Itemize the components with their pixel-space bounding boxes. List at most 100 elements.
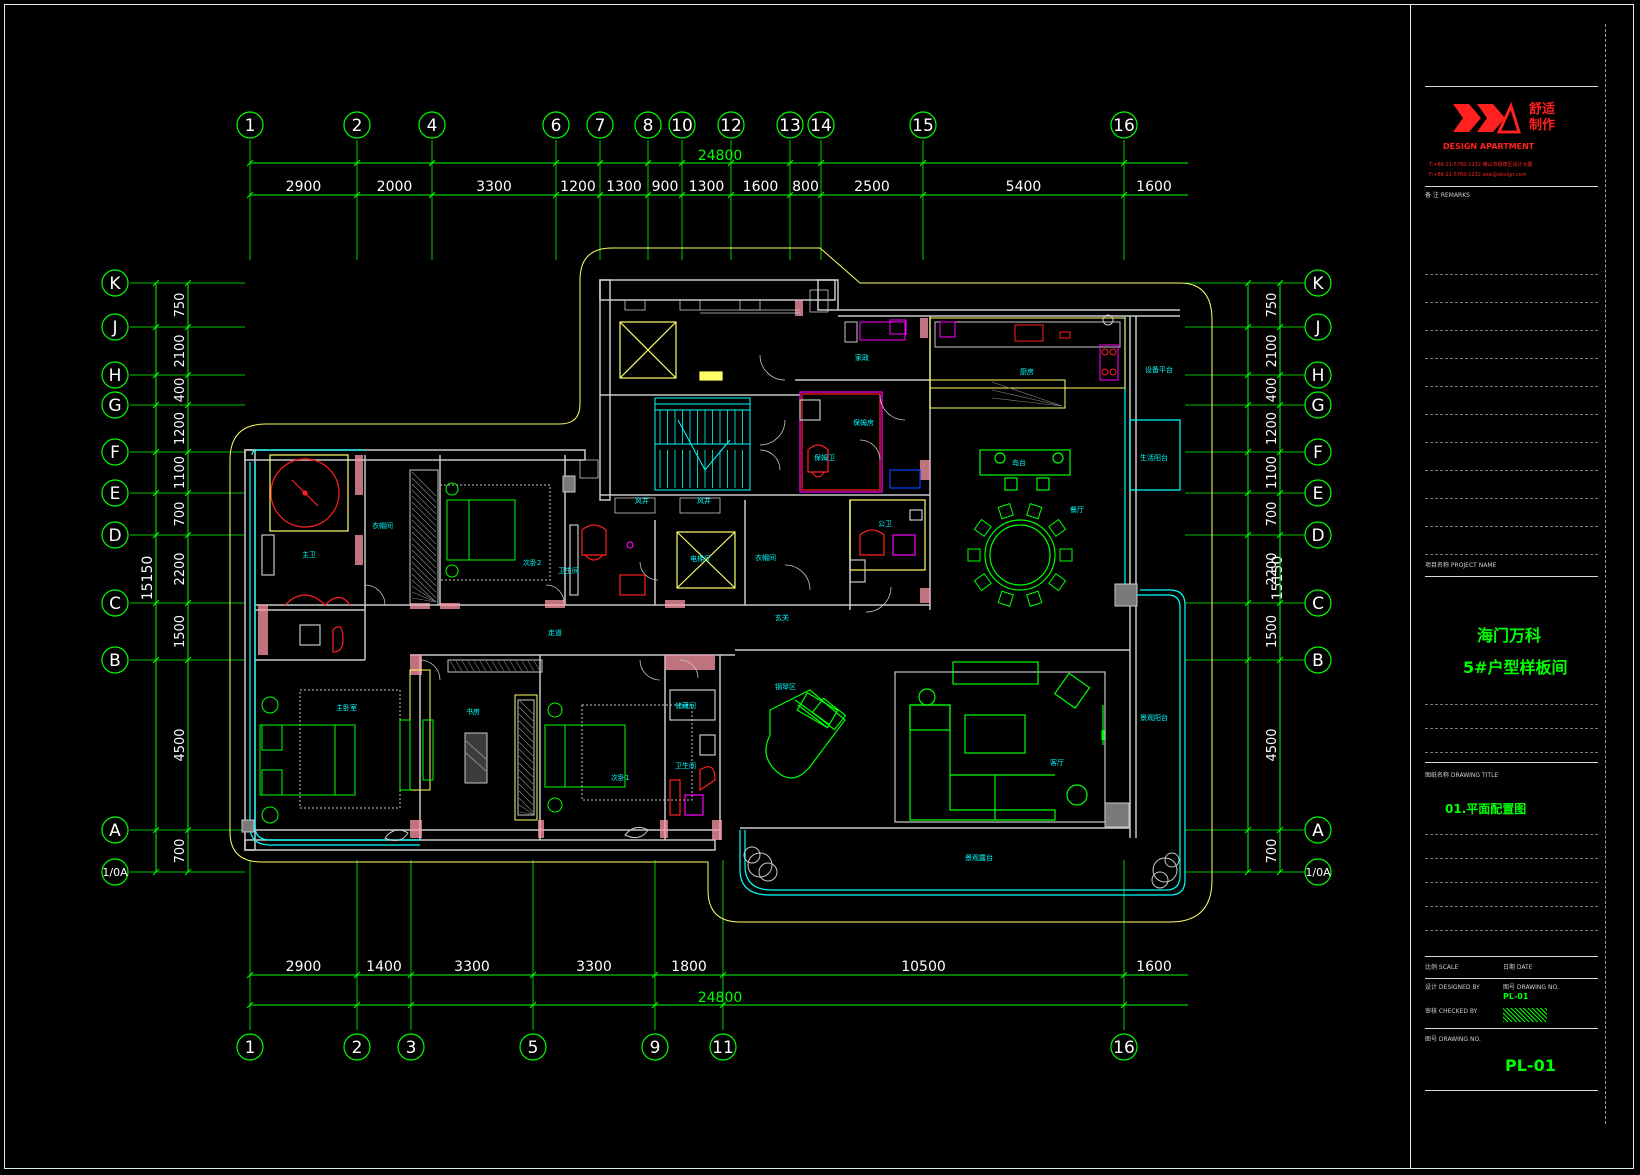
- top-axis-bubble: [776, 111, 804, 139]
- label-view-terrace: 景观露台: [965, 853, 993, 862]
- hatch-line: [518, 727, 534, 743]
- right-axis-label: G: [1311, 396, 1324, 416]
- project-dash-line: [1425, 728, 1598, 729]
- top-total-dim: 24800: [698, 148, 743, 164]
- top-axis-label: 6: [551, 116, 562, 136]
- top-dim-tick: [428, 191, 436, 199]
- left-axis-bubble: [101, 521, 129, 549]
- top-total-tick: [786, 159, 794, 167]
- label-bedroom1: 次卧1: [611, 773, 629, 782]
- bottom-axis-label: 16: [1113, 1038, 1135, 1058]
- right-axis-bubble: [1304, 589, 1332, 617]
- hatch-line: [518, 741, 534, 757]
- hatch-line: [411, 519, 437, 545]
- label-family: 家政: [855, 353, 869, 362]
- hatch-line: [518, 797, 534, 813]
- left-dim-value: 750: [173, 293, 188, 318]
- label-kitchen: 厨房: [1020, 367, 1034, 376]
- bottom-axis-bubble: [641, 1033, 669, 1061]
- top-total-tick: [246, 159, 254, 167]
- right-dim-value: 1200: [1265, 412, 1280, 445]
- label-nanny-bath: 保姆卫: [814, 453, 835, 462]
- right-dim-value: 700: [1265, 502, 1280, 527]
- bottom-dim-value: 3300: [576, 959, 612, 975]
- top-dim-tick: [817, 191, 825, 199]
- service-marks: [579, 289, 829, 514]
- top-axis-label: 8: [643, 116, 654, 136]
- tb-rule-drawing: [1425, 762, 1598, 763]
- hatch-line: [411, 507, 437, 533]
- hatch-line: [991, 397, 1063, 407]
- hatch-line: [411, 537, 437, 563]
- bottom-axis-label: 2: [352, 1038, 363, 1058]
- top-dim-tick: [596, 191, 604, 199]
- top-dim-tick: [246, 191, 254, 199]
- hatch-line: [473, 660, 481, 672]
- bottom-dim-value: 1600: [1136, 959, 1172, 975]
- hatch-line: [518, 804, 534, 815]
- tb-rule-logo: [1425, 186, 1598, 187]
- left-dim-value: 400: [173, 378, 188, 403]
- elevator-shafts: [619, 321, 736, 589]
- hatch-line: [485, 660, 493, 672]
- company-logo: 舒适 制作: [1451, 100, 1601, 146]
- hatch-line: [991, 381, 1063, 407]
- top-axis-bubble: [236, 111, 264, 139]
- dining-chair: [997, 590, 1014, 607]
- hatch-line: [533, 660, 541, 672]
- left-axis-label: J: [111, 318, 117, 338]
- left-dim-value: 700: [173, 502, 188, 527]
- dining-chair: [1026, 590, 1043, 607]
- left-axis-label: F: [110, 443, 120, 463]
- hatch-line: [991, 389, 1063, 407]
- dining-chair: [1059, 548, 1073, 562]
- drawing-dash-line: [1425, 834, 1598, 835]
- sheet-no-small: PL-01: [1503, 992, 1529, 1001]
- label-entrance: 玄关: [775, 613, 789, 622]
- right-axis-label: D: [1311, 526, 1324, 546]
- hatch-line: [518, 699, 534, 715]
- top-axis-label: 2: [352, 116, 363, 136]
- hatch-line: [497, 660, 505, 672]
- master-bath-fixtures: [261, 454, 351, 653]
- top-total-tick: [644, 159, 652, 167]
- left-total-dim: 15150: [140, 556, 156, 601]
- label-island: 岛台: [1012, 458, 1026, 467]
- staircase: [654, 397, 751, 491]
- label-elevator: 电梯厅: [690, 554, 711, 563]
- dining-chair: [997, 503, 1014, 520]
- field-designed: 设计 DESIGNED BY: [1425, 984, 1480, 991]
- right-dim-value: 750: [1265, 293, 1280, 318]
- remark-line: [1425, 386, 1598, 387]
- hatch-line: [411, 495, 437, 521]
- top-dim-value: 1600: [743, 179, 779, 195]
- left-axis-bubble: [101, 438, 129, 466]
- hatch-line: [527, 660, 535, 672]
- hatch-line: [411, 513, 437, 539]
- right-axis-bubble: [1304, 521, 1332, 549]
- label-bedroom2: 次卧2: [523, 558, 541, 567]
- top-total-tick: [353, 159, 361, 167]
- remark-line: [1425, 442, 1598, 443]
- dining-chair: [973, 518, 992, 538]
- remark-line: [1425, 526, 1598, 527]
- bottom-axis-bubble: [709, 1033, 737, 1061]
- hatch-line: [411, 555, 437, 581]
- top-total-tick: [428, 159, 436, 167]
- top-total-tick: [919, 159, 927, 167]
- hatch-line: [411, 501, 437, 527]
- project-name-line-1: 海门万科: [1477, 626, 1542, 645]
- hatch-line: [455, 660, 463, 672]
- drawing-frame: [4, 4, 1634, 1169]
- drawing-dash-line: [1425, 858, 1598, 859]
- left-axis-label: H: [109, 366, 122, 386]
- hatch-line: [518, 713, 534, 729]
- top-axis-label: 10: [671, 116, 693, 136]
- hatch-line: [449, 660, 457, 672]
- right-axis-bubble: [1304, 361, 1332, 389]
- bottom-total-tick: [407, 1001, 415, 1009]
- bottom-axis-bubble: [236, 1033, 264, 1061]
- bottom-axis-bubble: [397, 1033, 425, 1061]
- hatch-line: [518, 762, 534, 778]
- top-dim-tick: [727, 191, 735, 199]
